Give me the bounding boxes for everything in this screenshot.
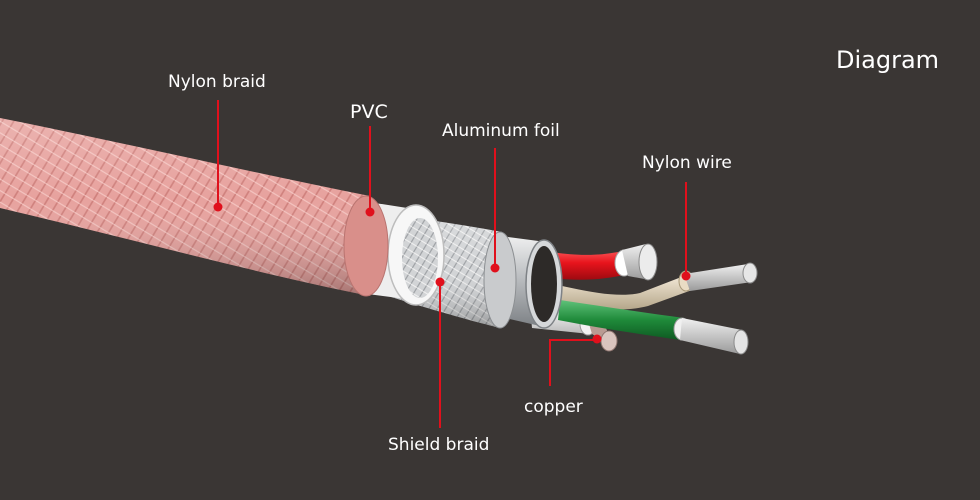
label-shield-braid: Shield braid	[388, 435, 490, 455]
label-aluminum-foil: Aluminum foil	[442, 121, 560, 141]
nylon-braid-jacket	[0, 118, 389, 297]
label-copper: copper	[524, 397, 583, 417]
label-nylon-braid: Nylon braid	[168, 72, 266, 92]
leader-lines	[217, 100, 687, 428]
dot-shield-braid	[435, 277, 445, 287]
diagram-title: Diagram	[836, 46, 940, 74]
dot-aluminum-foil	[490, 263, 500, 273]
copper-end	[600, 330, 618, 352]
leader-dots	[213, 202, 691, 287]
green-wire-strands	[680, 318, 742, 354]
dot-nylon-braid	[213, 202, 223, 212]
leader-copper	[549, 339, 597, 386]
green-wire	[558, 300, 684, 340]
nylon-wire-strands	[684, 264, 752, 291]
label-nylon-wire: Nylon wire	[642, 153, 732, 173]
dot-pvc	[365, 207, 375, 217]
label-pvc: PVC	[350, 101, 388, 123]
inner-wires	[516, 243, 758, 355]
dot-nylon-wire	[681, 271, 691, 281]
